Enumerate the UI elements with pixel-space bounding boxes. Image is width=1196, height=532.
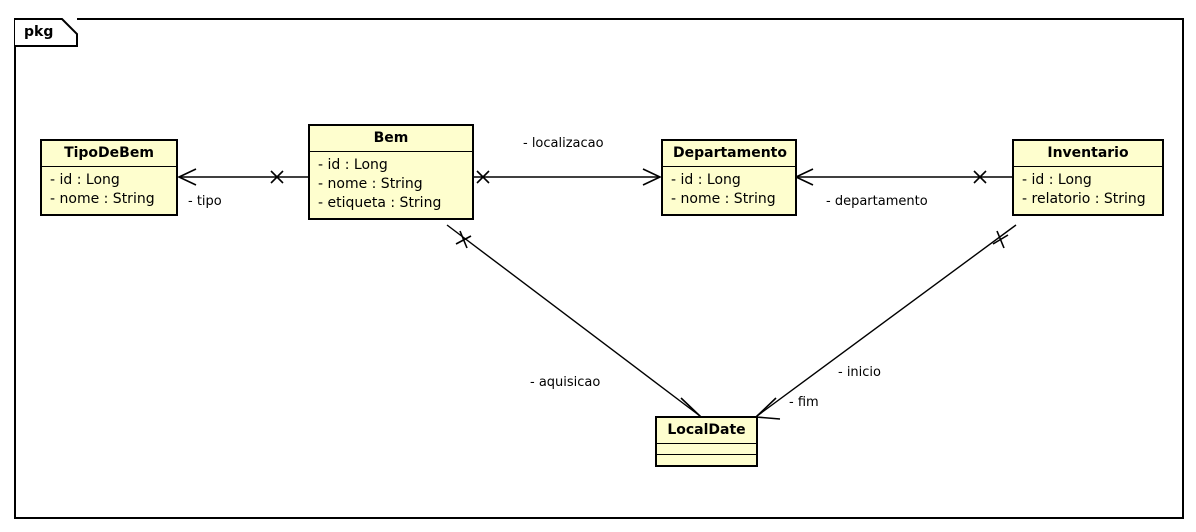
class-attributes-bem: - id : Long - nome : String - etiqueta :… [310,152,472,218]
class-box-bem[interactable]: Bem - id : Long - nome : String - etique… [308,124,474,220]
class-separator [657,454,756,455]
class-attributes-localdate [657,444,756,454]
class-attribute: - etiqueta : String [318,195,442,211]
class-separator [42,166,176,167]
class-attributes-departamento: - id : Long - nome : String [663,167,795,214]
class-attributes-tipodebem: - id : Long - nome : String [42,167,176,214]
class-attribute: - nome : String [50,191,155,207]
class-box-departamento[interactable]: Departamento - id : Long - nome : String [661,139,797,216]
association-inicio-fim [754,224,1017,420]
edge-label-tipo: - tipo [188,194,222,209]
class-separator [663,166,795,167]
class-attribute: - id : Long [318,157,388,173]
association-localizacao [474,168,662,186]
class-box-inventario[interactable]: Inventario - id : Long - relatorio : Str… [1012,139,1164,216]
class-attribute: - relatorio : String [1022,191,1146,207]
class-attribute: - id : Long [671,172,741,188]
class-name-bem: Bem [373,130,409,146]
edge-label-departamento: - departamento [826,194,928,209]
class-name-tipodebem: TipoDeBem [64,145,154,161]
class-name-localdate: LocalDate [667,422,746,438]
class-attribute: - nome : String [671,191,776,207]
edge-label-aquisicao: - aquisicao [530,375,601,390]
class-attribute: - id : Long [1022,172,1092,188]
class-attributes-inventario: - id : Long - relatorio : String [1014,167,1162,214]
edge-label-inicio: - inicio [838,365,881,380]
edge-label-fim: - fim [789,395,819,410]
class-name-inventario: Inventario [1047,145,1129,161]
class-separator [657,443,756,444]
package-frame [14,18,1184,519]
package-tab-label: pkg [24,24,54,40]
class-box-tipodebem[interactable]: TipoDeBem - id : Long - nome : String [40,139,178,216]
class-attribute: - id : Long [50,172,120,188]
class-separator [1014,166,1162,167]
association-departamento [794,168,1012,186]
class-separator [310,151,472,152]
class-name-departamento: Departamento [673,145,787,161]
class-box-localdate[interactable]: LocalDate [655,416,758,467]
association-tipo [177,168,308,186]
class-attribute: - nome : String [318,176,423,192]
class-operations-localdate [657,455,756,465]
edge-label-localizacao: - localizacao [523,136,604,151]
